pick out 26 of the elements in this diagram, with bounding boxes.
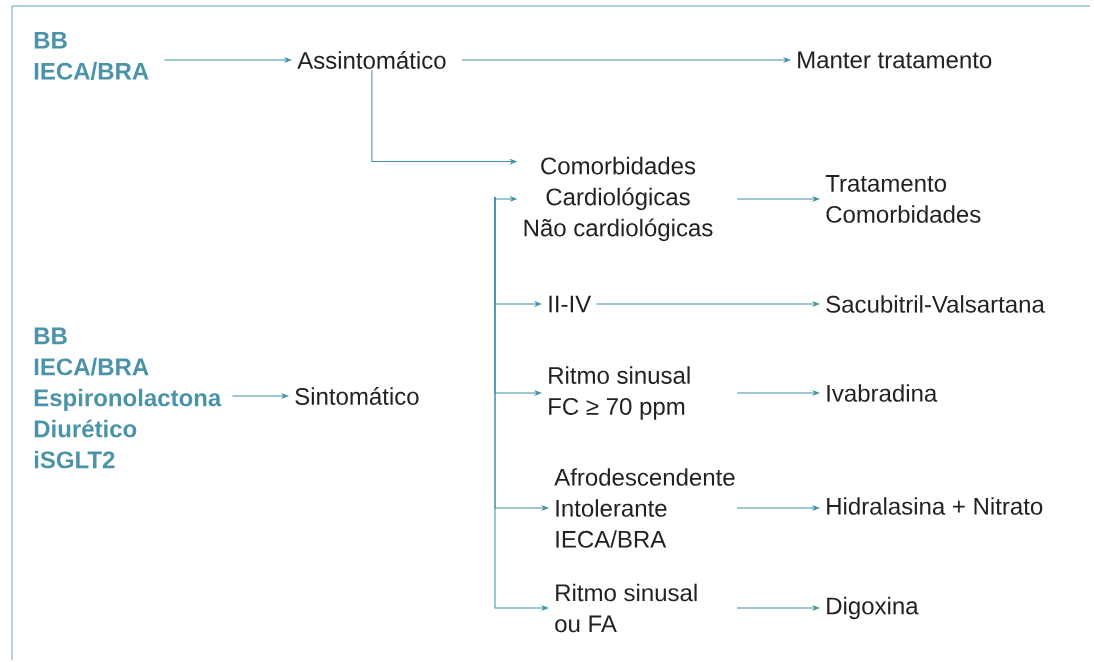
condition-label: Ritmo sinusal FC ≥ 70 ppm <box>549 366 690 420</box>
arrow <box>736 505 820 511</box>
outcome-label: Hidralasina + Nitrato <box>827 497 1043 515</box>
drug-list: BB IECA/BRA <box>34 32 149 80</box>
arrow <box>736 605 820 611</box>
outcome-label: Sacubitril-Valsartana <box>826 295 1045 313</box>
arrow <box>595 301 820 307</box>
condition-label: II-IV <box>549 295 592 313</box>
status-label: Sintomático <box>295 387 419 405</box>
arrow <box>494 196 517 202</box>
status-label: Assintomático <box>297 51 446 69</box>
arrow <box>231 393 289 399</box>
arrow <box>736 196 820 202</box>
condition-label: Afrodescendente Intolerante IECA/BRA <box>554 468 735 548</box>
arrow <box>494 196 549 611</box>
condition-label: Comorbidades Cardiológicas Não cardiológicas <box>524 156 713 242</box>
outcome-label: Digoxina <box>827 596 919 620</box>
drug-list: BB IECA/BRA Espironolactona Diurético iSGLT2 <box>34 327 222 469</box>
outcome-label: Tratamento Comorbidades <box>825 175 981 223</box>
arrow <box>736 390 820 396</box>
outcome-label: Manter tratamento <box>798 51 992 69</box>
arrow <box>163 57 292 63</box>
condition-label: Ritmo sinusal ou FA <box>555 583 697 633</box>
outcome-label: Ivabradina <box>827 384 938 402</box>
arrow <box>371 69 517 164</box>
arrow <box>461 57 791 63</box>
